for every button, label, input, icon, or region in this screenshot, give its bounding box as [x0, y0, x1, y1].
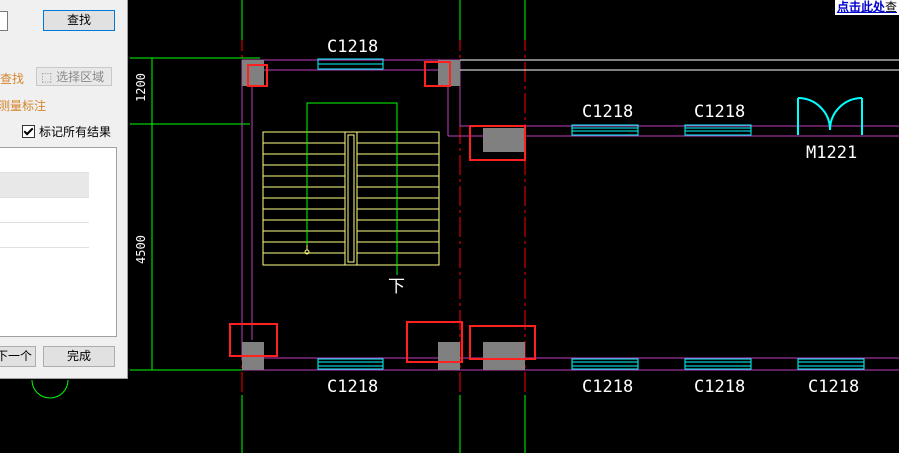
stair-direction-label: 下 [388, 277, 405, 297]
windows [317, 58, 865, 370]
stair-arrow [306, 102, 398, 275]
dropdown-stub[interactable] [0, 11, 8, 31]
done-button[interactable]: 完成 [43, 346, 115, 367]
hint-link-text[interactable]: 点击此处 [836, 0, 885, 14]
find-button[interactable]: 查找 [43, 10, 115, 31]
find-dialog: 查找 查找 ⬚ 选择区域 测量标注 标记所有结果 下一个 完成 [0, 0, 128, 379]
highlight-boxes [229, 61, 536, 363]
columns [242, 60, 525, 370]
window-label: C1218 [694, 377, 745, 397]
dimension-label: 1200 [134, 73, 148, 102]
window-label: C1218 [808, 377, 859, 397]
find-label: 查找 [0, 72, 25, 86]
measure-label: 测量标注 [0, 99, 47, 113]
mark-all-label: 标记所有结果 [39, 125, 112, 139]
window-label: C1218 [582, 377, 633, 397]
door [797, 97, 863, 135]
checkbox-icon[interactable] [22, 125, 35, 138]
hint-suffix: 查 [884, 0, 897, 14]
list-item[interactable] [0, 173, 89, 198]
mark-all-checkbox[interactable]: 标记所有结果 [22, 123, 111, 140]
window-label: C1218 [694, 102, 745, 122]
click-here-link[interactable]: 点击此处查 [834, 0, 899, 15]
door-label: M1221 [806, 143, 857, 163]
outer-lines [460, 59, 899, 71]
dimension-label: 4500 [134, 235, 148, 264]
select-area-label: 选择区域 [56, 70, 105, 84]
list-item[interactable] [0, 198, 89, 223]
axis-bubble [31, 379, 69, 399]
window-label: C1218 [582, 102, 633, 122]
window-label: C1218 [327, 377, 378, 397]
window-label: C1218 [327, 37, 378, 57]
walls [241, 59, 899, 371]
result-list[interactable] [0, 147, 117, 337]
grid-lines [130, 57, 260, 371]
list-item[interactable] [0, 148, 89, 173]
list-item[interactable] [0, 223, 89, 248]
select-area-button[interactable]: ⬚ 选择区域 [36, 67, 112, 86]
next-button[interactable]: 下一个 [0, 346, 36, 367]
green-axis-segments [241, 0, 526, 453]
select-area-icon: ⬚ [41, 70, 57, 84]
stair [262, 131, 440, 266]
